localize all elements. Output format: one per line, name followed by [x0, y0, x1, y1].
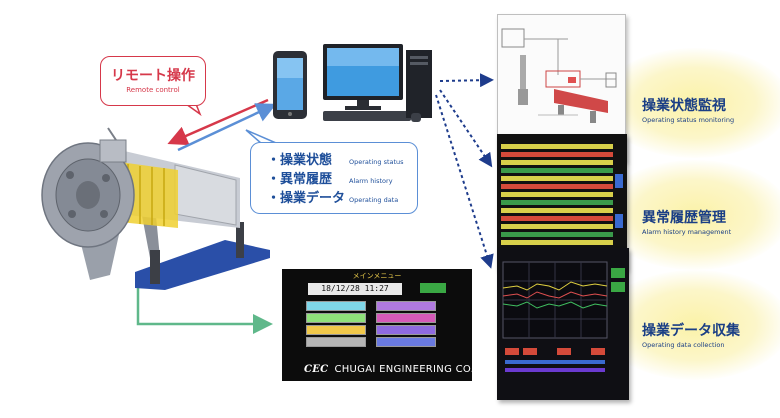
feature-en: Alarm history management — [642, 228, 732, 236]
status-schematic — [501, 28, 617, 123]
remote-control-label-jp: リモート操作 — [111, 68, 195, 84]
remote-control-label-en: Remote control — [126, 86, 180, 94]
remote-arrow — [167, 98, 269, 146]
menu-button[interactable] — [306, 337, 366, 347]
data-list-item: ・異常履歴 Alarm history — [267, 168, 417, 187]
menu-arrow — [136, 272, 273, 334]
feature-label-alarm-history: 異常履歴管理 Alarm history management — [642, 207, 772, 236]
data-list-callout: ・操業状態 Operating status ・異常履歴 Alarm history… — [250, 142, 418, 214]
feature-label-data-collection: 操業データ収集 Operating data collection — [642, 320, 772, 349]
feature-glow-2 — [600, 160, 780, 270]
data-arrow — [177, 103, 277, 152]
feature-label-monitoring: 操業状態監視 Operating status monitoring — [642, 95, 772, 124]
data-list-item: ・操業状態 Operating status — [267, 149, 417, 168]
menu-button[interactable] — [376, 337, 436, 347]
main-menu-title: メインメニュー — [352, 272, 402, 280]
menu-button[interactable] — [306, 325, 366, 335]
desktop-pc-icon — [323, 44, 432, 122]
menu-button[interactable] — [376, 313, 436, 323]
table-row — [501, 200, 613, 205]
data-item-en: Operating status — [349, 158, 404, 166]
menu-button[interactable] — [376, 325, 436, 335]
menu-button[interactable] — [376, 301, 436, 311]
table-row — [501, 208, 613, 213]
data-item-jp: ・異常履歴 — [267, 172, 333, 187]
table-row — [501, 192, 613, 197]
table-row — [501, 168, 613, 173]
main-menu-panel: メインメニュー 18/12/28 11:27 CEC CHUGAI ENGINEE… — [282, 269, 503, 381]
table-row — [501, 144, 613, 149]
trend-graph — [502, 261, 625, 372]
feature-glow-1 — [600, 48, 780, 158]
scroll-down-icon[interactable] — [615, 214, 623, 228]
data-item-jp: ・操業データ — [267, 191, 346, 206]
menu-button[interactable] — [306, 301, 366, 311]
remote-control-callout: リモート操作 Remote control — [100, 56, 206, 106]
industrial-kiln-machine — [41, 127, 270, 290]
feature-glow-3 — [600, 270, 780, 380]
data-item-jp: ・操業状態 — [267, 153, 333, 168]
operating-data-screen — [497, 248, 629, 400]
feature-jp: 操業状態監視 — [642, 98, 726, 114]
menu-button[interactable] — [306, 313, 366, 323]
feature-en: Operating data collection — [642, 341, 725, 349]
feature-jp: 操業データ収集 — [642, 323, 740, 339]
feature-en: Operating status monitoring — [642, 116, 735, 124]
dotted-arrow-1 — [439, 73, 494, 88]
feature-jp: 異常履歴管理 — [642, 210, 726, 226]
company-logo: CEC — [304, 364, 329, 375]
data-item-en: Operating data — [349, 196, 399, 204]
table-row — [501, 160, 613, 165]
main-menu-datetime: 18/12/28 11:27 — [308, 283, 402, 295]
dotted-arrow-3 — [435, 94, 494, 269]
data-item-en: Alarm history — [349, 177, 393, 185]
table-row — [501, 240, 613, 245]
dotted-arrow-2 — [439, 89, 493, 168]
company-branding: CEC CHUGAI ENGINEERING CO., LTD. — [304, 364, 503, 375]
company-name: CHUGAI ENGINEERING CO., LTD. — [334, 364, 504, 375]
table-row — [501, 224, 613, 229]
main-menu-status-badge — [420, 283, 446, 293]
smartphone-icon — [273, 51, 307, 119]
table-row — [501, 216, 613, 221]
table-row — [501, 184, 613, 189]
table-row — [501, 152, 613, 157]
table-row — [501, 232, 613, 237]
table-row — [501, 176, 613, 181]
scroll-up-icon[interactable] — [615, 174, 623, 188]
alarm-history-screen — [497, 134, 627, 270]
